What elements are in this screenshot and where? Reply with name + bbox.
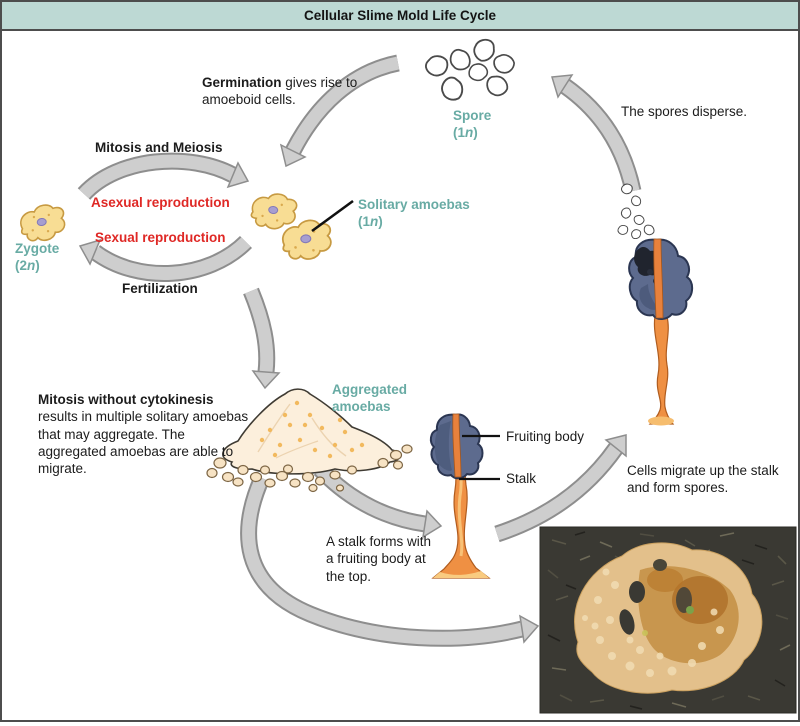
- photo-blob-texture: [582, 568, 724, 677]
- spores-disperse-caption: The spores disperse.: [621, 104, 748, 119]
- sporulating-fruiting-body-illustration: [628, 238, 694, 426]
- spore-cluster-illustration: [423, 35, 518, 103]
- arrow-cells-migrate: [494, 434, 627, 543]
- germination-caption: Germination gives rise to amoeboid cells…: [202, 74, 374, 109]
- dispersing-spores-illustration: [616, 181, 656, 240]
- solitary-amoebas-pointer-line: [311, 199, 354, 233]
- arrow-aggregation: [243, 287, 281, 390]
- spore-stage-label: Spore (1n): [453, 108, 492, 141]
- asexual-reproduction-caption: Asexual reproduction: [91, 195, 230, 210]
- mound-base-cells: [206, 444, 413, 493]
- mitosis-without-cytokinesis-bold: Mitosis without cytokinesis: [38, 392, 214, 407]
- arrow-germination: [279, 54, 400, 168]
- mitosis-meiosis-caption: Mitosis and Meiosis: [95, 140, 223, 155]
- cells-migrate-caption: Cells migrate up the stalk and form spor…: [627, 463, 779, 496]
- arrow-stalk-formation: [313, 463, 443, 539]
- fruiting-body-illustration: [429, 413, 500, 579]
- arrow-mitosis-meiosis: [77, 152, 250, 201]
- mound-dots: [259, 400, 365, 459]
- cycle-arrows: [77, 54, 642, 647]
- fertilization-caption: Fertilization: [122, 281, 198, 296]
- stalk-label: Stalk: [506, 471, 537, 486]
- figure-title-bar: Cellular Slime Mold Life Cycle: [0, 0, 800, 31]
- sexual-reproduction-caption: Sexual reproduction: [95, 230, 226, 245]
- arrow-spore-dispersal: [551, 74, 642, 193]
- zygote-stage-label: Zygote (2n): [15, 241, 60, 274]
- photo-soil-texture: [547, 531, 791, 710]
- aggregated-amoebas-illustration: [206, 388, 413, 493]
- solitary-amoebas-illustration: [249, 190, 354, 263]
- germination-caption-bold: Germination: [202, 75, 282, 90]
- figure-title: Cellular Slime Mold Life Cycle: [303, 8, 497, 23]
- arrow-migration-photo: [240, 474, 540, 647]
- mitosis-without-cytokinesis-rest: results in multiple solitary amoebas tha…: [38, 409, 249, 477]
- mitosis-without-cytokinesis-caption: Mitosis without cytokinesis results in m…: [38, 391, 256, 477]
- zygote-illustration: [17, 201, 68, 245]
- solitary-amoebas-stage-label: Solitary amoebas (1n): [358, 197, 470, 230]
- slime-mold-photo: [539, 526, 797, 714]
- arrow-fertilization: [78, 235, 253, 282]
- stalk-forms-caption: A stalk forms with a fruiting body at th…: [326, 534, 432, 584]
- aggregated-amoebas-stage-label: Aggregated amoebas: [332, 382, 408, 415]
- fruiting-body-label: Fruiting body: [506, 429, 585, 444]
- germination-caption-rest: gives rise to amoeboid cells.: [202, 75, 358, 108]
